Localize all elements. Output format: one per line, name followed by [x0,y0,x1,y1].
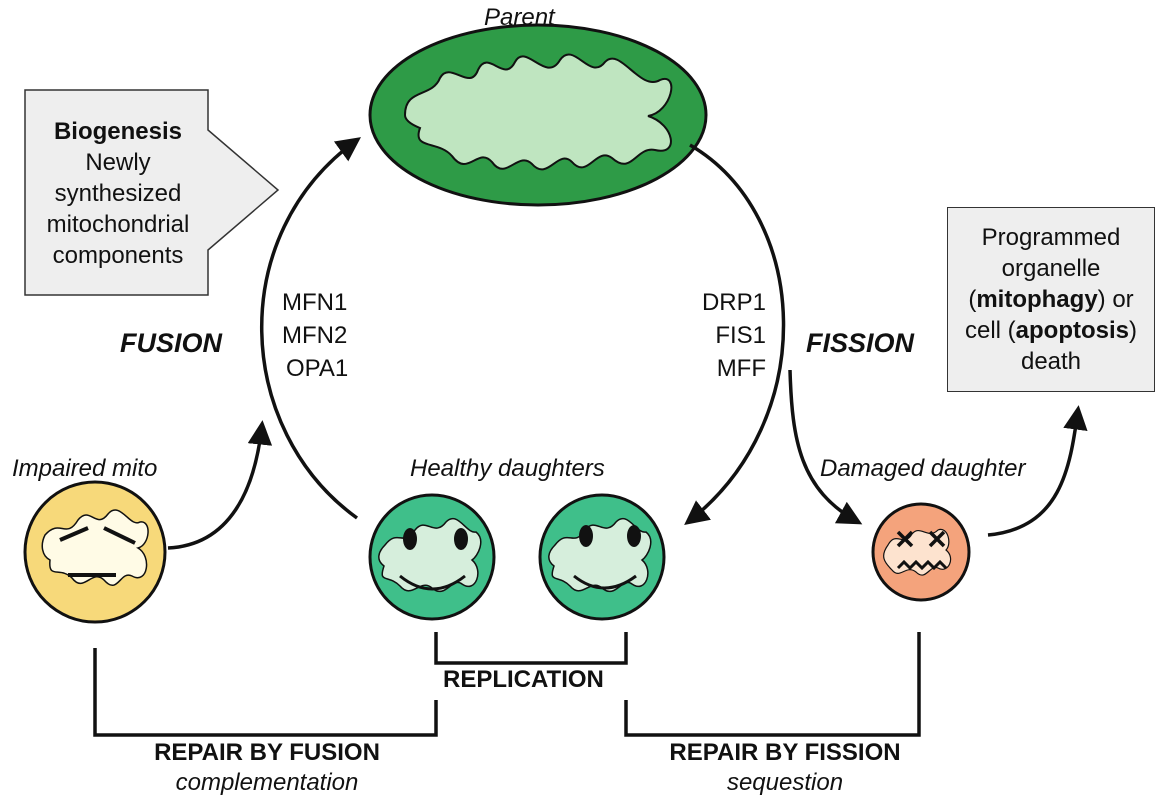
outcome-box: Programmed organelle (mitophagy) or cell… [947,207,1155,392]
mitophagy-term: mitophagy [976,286,1098,313]
fusion-proteins: MFN1 MFN2 OPA1 [282,286,348,385]
fusion-protein-2: MFN2 [282,322,348,349]
repair-fusion-bracket [93,648,438,737]
biogenesis-line-2: synthesized [54,180,182,207]
fusion-label: FUSION [120,328,223,358]
biogenesis-title: Biogenesis [53,118,183,145]
damaged-label: Damaged daughter [820,455,1026,482]
biogenesis-text: Biogenesis Newly synthesized mitochondri… [28,116,208,271]
biogenesis-arrow-box [24,89,280,296]
fission-label: FISSION [806,328,915,358]
damaged-to-death-arrow [987,405,1088,537]
biogenesis-line-4: components [52,242,184,269]
damaged-branch-arrow [788,369,863,525]
biogenesis-line-3: mitochondrial [46,211,190,238]
healthy-daughter-1 [368,493,496,621]
fusion-protein-3: OPA1 [286,355,349,382]
outcome-line-5: death [1020,348,1082,375]
impaired-label: Impaired mito [12,455,158,482]
outcome-line-2: organelle [1001,255,1101,282]
impaired-to-fusion-arrow [167,420,273,550]
replication-label: REPLICATION [443,666,604,693]
fission-arc-arrow [684,143,786,526]
repair-fusion-title: REPAIR BY FUSION [154,739,380,766]
fission-protein-2: FIS1 [715,322,766,349]
outcome-line-4: cell (apoptosis) [964,317,1137,344]
healthy-daughter-2 [538,493,666,621]
fusion-arc-arrow [260,137,361,520]
repair-fission-title: REPAIR BY FISSION [669,739,901,766]
fission-proteins: DRP1 FIS1 MFF [686,286,766,385]
impaired-mitochondrion [23,480,167,624]
healthy-label: Healthy daughters [410,455,605,482]
outcome-line-3: (mitophagy) or [968,286,1134,313]
repair-fission-label: REPAIR BY FISSION sequestion [640,738,930,798]
biogenesis-line-1: Newly [85,149,151,176]
fusion-protein-1: MFN1 [282,289,348,316]
replication-bracket [434,632,628,665]
parent-mitochondrion [368,23,708,207]
outcome-line-1: Programmed [981,224,1121,251]
repair-fission-subtitle: sequestion [726,769,844,796]
damaged-daughter [871,502,971,602]
repair-fusion-subtitle: complementation [175,769,359,796]
repair-fusion-label: REPAIR BY FUSION complementation [122,738,412,798]
repair-fission-bracket [624,632,921,737]
parent-label: Parent [484,4,555,31]
fission-protein-3: MFF [716,355,766,382]
apoptosis-term: apoptosis [1015,317,1129,344]
fission-protein-1: DRP1 [701,289,766,316]
